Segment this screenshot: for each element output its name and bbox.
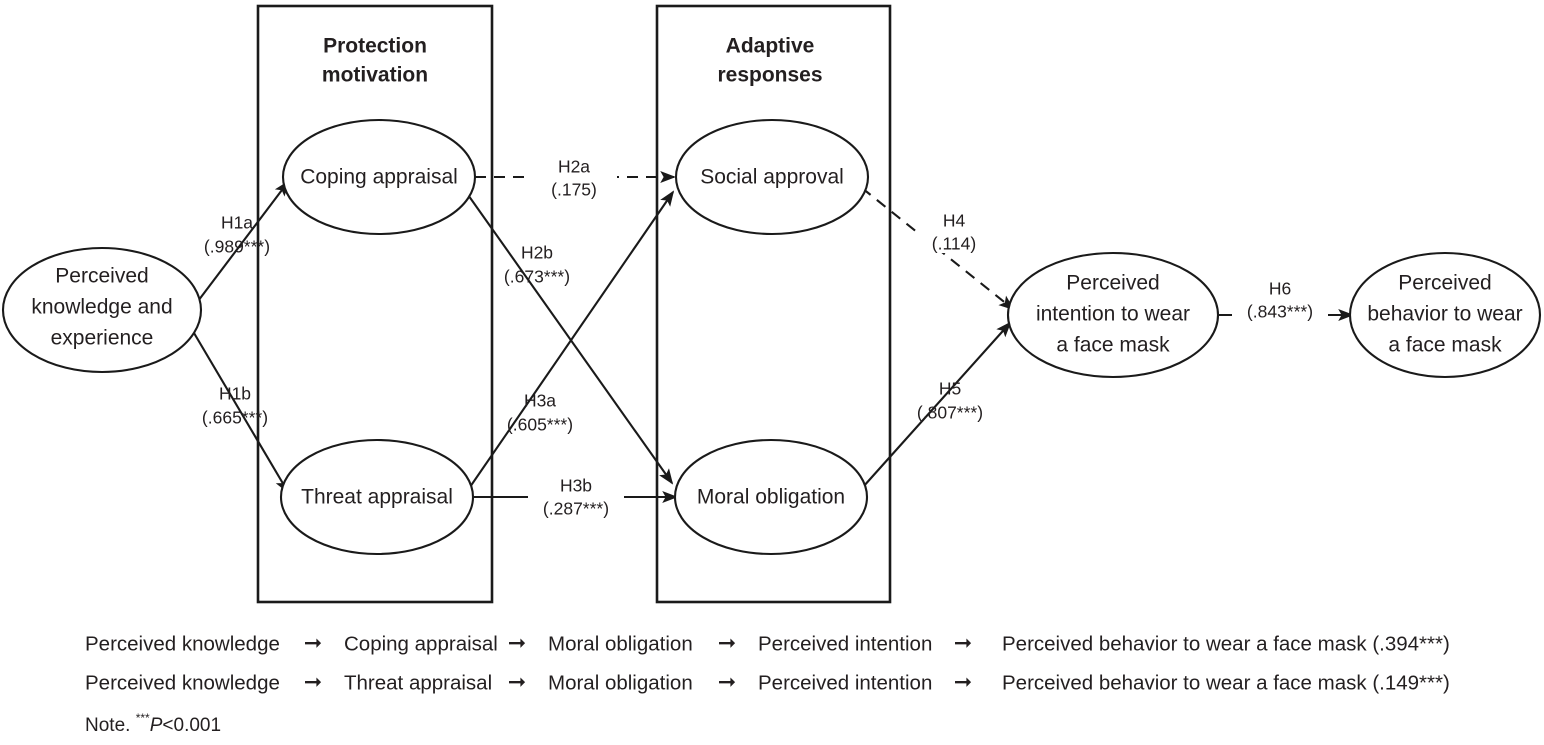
path-label-H3a-value: (.605***) — [507, 415, 573, 435]
path-label-H4-id: H4 — [943, 211, 966, 231]
indirect-1-arrow-4: ➞ — [954, 630, 972, 655]
path-label-H1a: H1a (.989***) — [204, 213, 270, 257]
node-threat-appraisal-label: Threat appraisal — [301, 486, 453, 509]
node-coping-appraisal-label: Coping appraisal — [300, 166, 458, 189]
path-label-H4: H4 (.114) — [918, 209, 990, 254]
group-title-adaptive-line2: responses — [717, 64, 822, 87]
path-label-H3b: H3b (.287***) — [528, 474, 624, 519]
node-perceived-behavior-line1: Perceived — [1398, 272, 1491, 295]
path-label-H2b: H2b (.673***) — [504, 243, 570, 287]
path-label-H1a-id: H1a — [221, 213, 253, 233]
indirect-2-step-1: Perceived knowledge — [85, 671, 280, 694]
indirect-1-step-2: Coping appraisal — [344, 632, 498, 655]
indirect-1-arrow-1: ➞ — [304, 630, 322, 655]
path-label-H3a-id: H3a — [524, 391, 556, 411]
group-box-adaptive-responses: Adaptive responses — [655, 4, 892, 604]
node-perceived-behavior[interactable]: Perceived behavior to wear a face mask — [1348, 251, 1542, 379]
group-title-protection-line1: Protection — [323, 35, 427, 58]
path-label-H2a-id: H2a — [558, 157, 590, 177]
note-condition: <0.001 — [162, 715, 221, 736]
node-perceived-intention[interactable]: Perceived intention to wear a face mask — [1006, 251, 1220, 379]
path-label-H3b-id: H3b — [560, 476, 592, 496]
node-coping-appraisal[interactable]: Coping appraisal — [281, 118, 477, 236]
indirect-effect-row-1: Perceived knowledge ➞ Coping appraisal ➞… — [85, 630, 1450, 656]
node-perceived-knowledge-line1: Perceived — [55, 265, 148, 288]
path-label-H6-id: H6 — [1269, 279, 1291, 299]
indirect-2-step-4: Perceived intention — [758, 671, 932, 694]
indirect-effect-row-2: Perceived knowledge ➞ Threat appraisal ➞… — [85, 669, 1450, 695]
indirect-1-step-5: Perceived behavior to wear a face mask (… — [1002, 632, 1450, 655]
node-perceived-behavior-line3: a face mask — [1388, 334, 1502, 357]
path-label-H5-id: H5 — [939, 379, 961, 399]
node-social-approval[interactable]: Social approval — [674, 118, 870, 236]
path-label-H6-value: (.843***) — [1247, 302, 1313, 322]
path-label-H1a-value: (.989***) — [204, 237, 270, 257]
indirect-2-step-2: Threat appraisal — [344, 671, 492, 694]
group-box-protection-motivation: Protection motivation — [256, 4, 494, 604]
path-label-H1b-id: H1b — [219, 384, 251, 404]
note-prefix: Note. — [85, 715, 136, 736]
node-perceived-knowledge-line3: experience — [51, 327, 154, 350]
note-italic-p: P — [150, 715, 163, 736]
path-label-H1b: H1b (.665***) — [202, 384, 268, 428]
figure-note: Note. ***P<0.001 — [85, 711, 221, 736]
path-label-H4-value: (.114) — [932, 234, 976, 254]
path-label-H3a: H3a (.605***) — [507, 391, 573, 435]
node-perceived-knowledge[interactable]: Perceived knowledge and experience — [1, 246, 203, 374]
node-perceived-intention-line3: a face mask — [1056, 334, 1170, 357]
indirect-2-arrow-1: ➞ — [304, 669, 322, 694]
path-label-H1b-value: (.665***) — [202, 408, 268, 428]
node-perceived-knowledge-line2: knowledge and — [31, 296, 172, 319]
node-social-approval-label: Social approval — [700, 166, 844, 189]
indirect-2-step-5: Perceived behavior to wear a face mask (… — [1002, 671, 1450, 694]
indirect-1-arrow-2: ➞ — [508, 630, 526, 655]
indirect-1-step-3: Moral obligation — [548, 632, 693, 655]
group-title-adaptive-line1: Adaptive — [726, 35, 815, 58]
node-perceived-behavior-line2: behavior to wear — [1367, 303, 1522, 326]
note-line: Note. ***P<0.001 — [85, 711, 221, 736]
path-label-H2b-id: H2b — [521, 243, 553, 263]
indirect-2-arrow-2: ➞ — [508, 669, 526, 694]
path-label-H5-value: (.807***) — [917, 403, 983, 423]
node-perceived-intention-line2: intention to wear — [1036, 303, 1190, 326]
path-label-H2b-value: (.673***) — [504, 267, 570, 287]
node-moral-obligation[interactable]: Moral obligation — [673, 438, 869, 556]
path-label-H3b-value: (.287***) — [543, 499, 609, 519]
path-H2b — [465, 191, 674, 485]
node-perceived-intention-line1: Perceived — [1066, 272, 1159, 295]
path-label-H2a: H2a (.175) — [531, 155, 617, 200]
indirect-1-step-1: Perceived knowledge — [85, 632, 280, 655]
indirect-1-arrow-3: ➞ — [718, 630, 736, 655]
path-label-H2a-value: (.175) — [551, 180, 597, 200]
node-threat-appraisal[interactable]: Threat appraisal — [279, 438, 475, 556]
path-H3a — [469, 190, 675, 488]
indirect-2-arrow-3: ➞ — [718, 669, 736, 694]
indirect-1-step-4: Perceived intention — [758, 632, 932, 655]
node-moral-obligation-label: Moral obligation — [697, 486, 845, 509]
path-label-H6: H6 (.843***) — [1232, 276, 1328, 322]
indirect-2-arrow-4: ➞ — [954, 669, 972, 694]
indirect-2-step-3: Moral obligation — [548, 671, 693, 694]
group-title-protection-line2: motivation — [322, 64, 428, 87]
path-label-H5: H5 (.807***) — [917, 379, 983, 423]
note-stars: *** — [136, 711, 150, 725]
path-H5 — [862, 321, 1012, 488]
